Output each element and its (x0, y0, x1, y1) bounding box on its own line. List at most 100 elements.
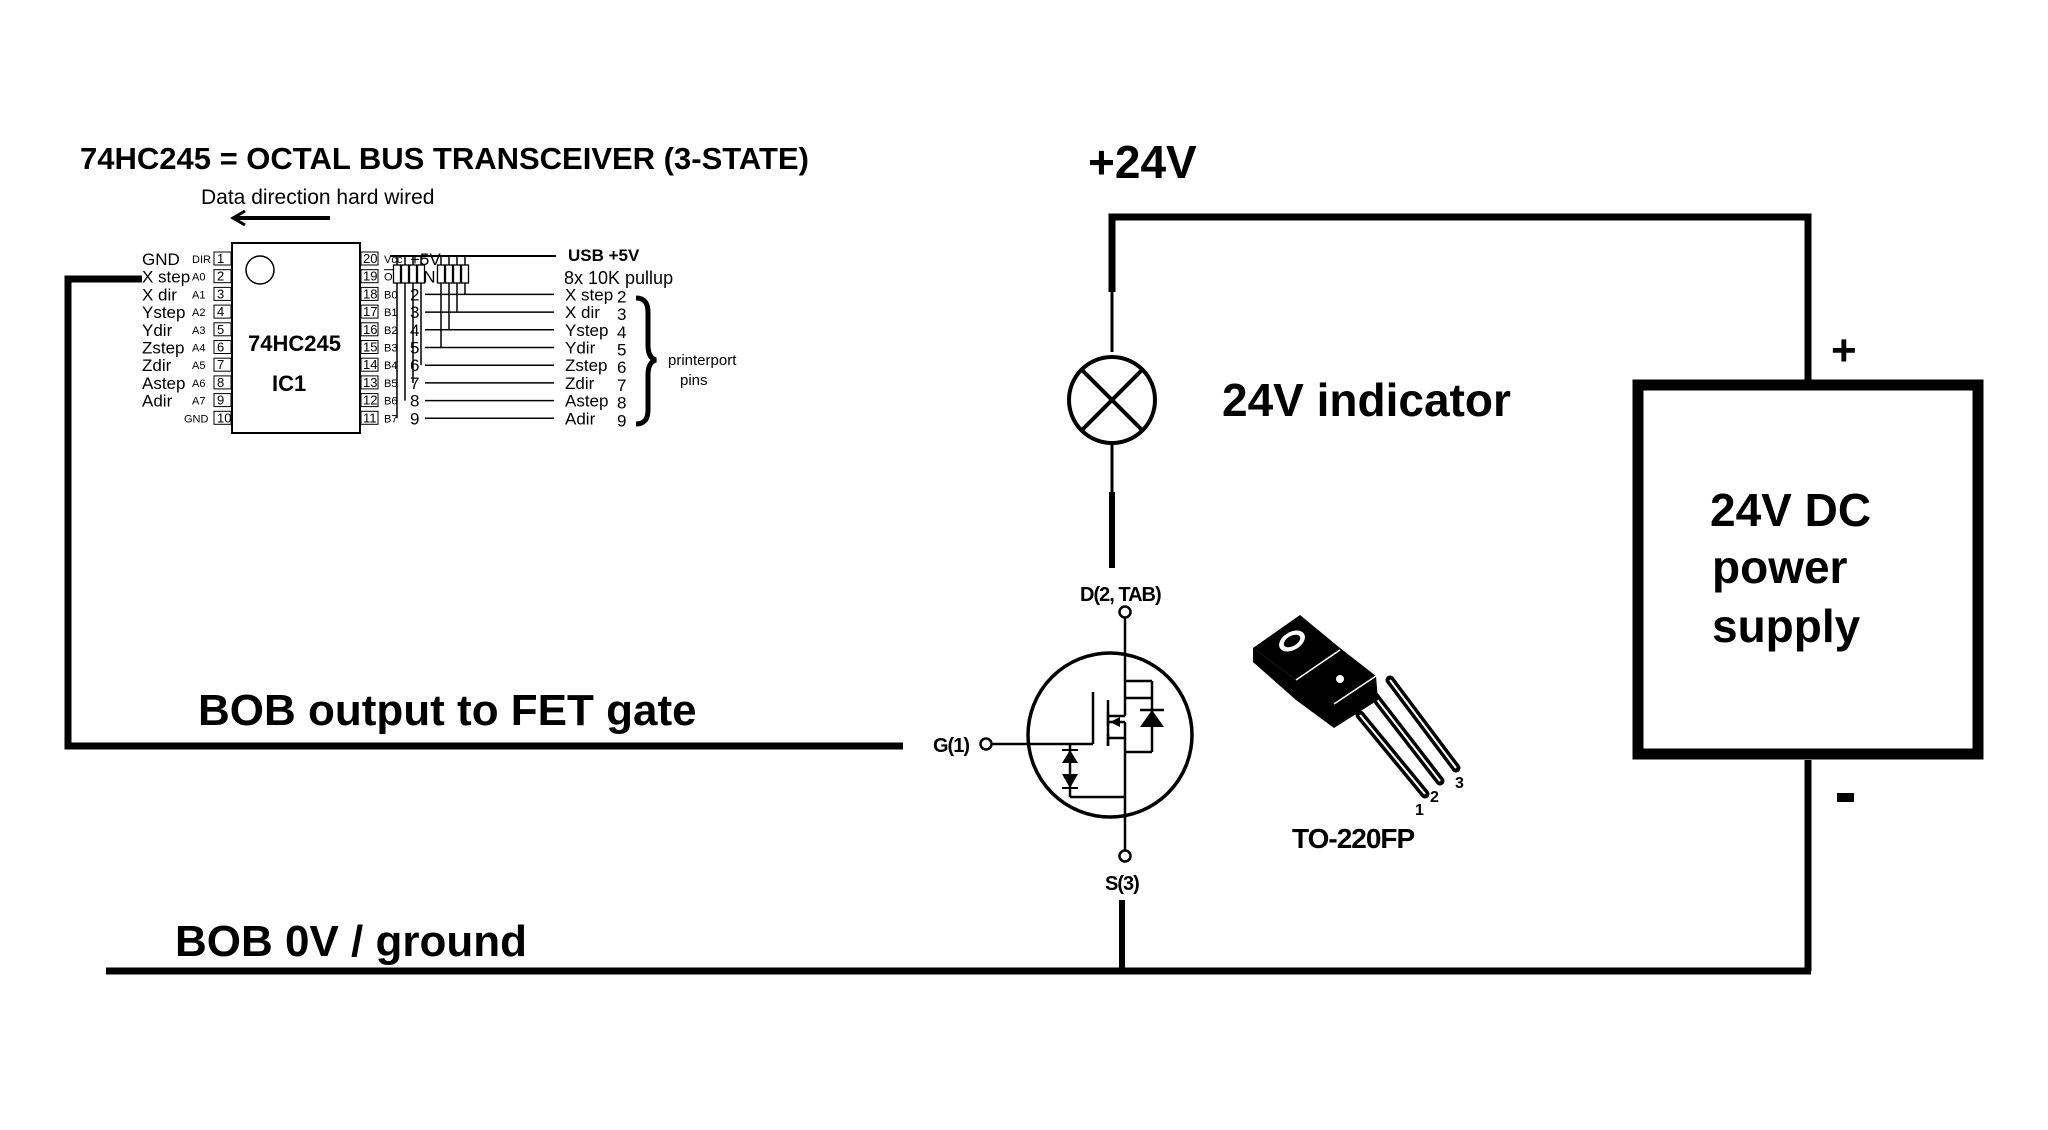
right-pin-net: 3 (410, 303, 419, 322)
left-pin-signal: GND (142, 250, 180, 269)
right-pin-number: 13 (363, 375, 377, 390)
pin-box (213, 304, 232, 319)
pin-box (213, 269, 232, 284)
printerport-output: Adir 9 (565, 409, 626, 430)
usb-5v-label: USB +5V (568, 246, 640, 265)
ic-pin1-notch-icon (245, 255, 275, 285)
to220-package-icon (1253, 615, 1461, 799)
left-pin-number: 7 (217, 357, 224, 372)
right-pin-name: B0 (384, 289, 397, 301)
printerport-signal: X dir (565, 303, 600, 322)
right-pin-net: 4 (410, 321, 419, 340)
printerport-signal: Adir (565, 409, 596, 428)
left-pin-name: A0 (192, 272, 205, 284)
right-pin-name: B3 (384, 343, 397, 355)
printerport-pin: 2 (617, 287, 626, 306)
pin-box (360, 357, 379, 372)
right-pin-name: B6 (384, 396, 397, 408)
package-pin-3: 3 (1455, 775, 1464, 792)
ic-74hc245: 74HC245 IC1 (231, 242, 361, 434)
resistor-icon (400, 264, 410, 284)
fet-drain-label: D(2, TAB) (1080, 584, 1161, 606)
right-pin-name: B1 (384, 307, 397, 319)
resistor-icon (436, 264, 446, 284)
pin-box (360, 251, 379, 266)
ic-part-name: 74HC245 (248, 331, 341, 356)
left-pin-name: A6 (192, 378, 205, 390)
printerport-signal: Zstep (565, 356, 608, 375)
left-pin-name: A2 (192, 307, 205, 319)
right-pin-number: 14 (363, 357, 377, 372)
fet-body-circle (1026, 651, 1194, 819)
left-pin-signal: X dir (142, 285, 177, 304)
printerport-pins-label: pins (680, 372, 708, 389)
package-label: TO-220FP (1292, 823, 1415, 854)
data-direction-arrow-icon (230, 209, 330, 227)
pin-box (360, 269, 379, 284)
right-pin-number: 11 (363, 410, 377, 425)
printerport-signal: Ystep (565, 321, 608, 340)
right-pin-number: 18 (363, 286, 377, 301)
left-pin-name: DIR (192, 254, 211, 266)
pin-box (213, 286, 232, 301)
resistor-icon (452, 264, 462, 284)
package-pin-1: 1 (1415, 802, 1424, 819)
resistor-icon (460, 264, 470, 284)
psu-minus-terminal-icon (1837, 793, 1854, 802)
left-pin-name: A5 (192, 360, 205, 372)
left-pin-signal: Ystep (142, 303, 185, 322)
left-pin-number: 2 (217, 269, 224, 284)
body-diode-icon (1140, 710, 1164, 727)
printerport-signal: Zdir (565, 374, 595, 393)
left-pin-number: 9 (217, 393, 224, 408)
fet-gate-label: G(1) (933, 735, 969, 757)
mosfet-symbol: D(2, TAB) G(1) (933, 584, 1194, 971)
right-pin-name: B5 (384, 378, 397, 390)
pin-box (360, 393, 379, 408)
pin-box (360, 304, 379, 319)
pullup-resistors (392, 256, 470, 419)
bus-lines (425, 293, 554, 420)
right-pin-name: B4 (384, 360, 397, 372)
right-pin-net: 6 (410, 356, 419, 375)
printerport-signal: Ydir (565, 339, 596, 358)
printerport-pin: 4 (617, 323, 626, 342)
left-pin-number: 5 (217, 322, 224, 337)
right-pin-net: 9 (410, 409, 419, 428)
left-pin-name: A3 (192, 325, 205, 337)
left-pin-signal: X step (142, 268, 190, 287)
ic-left-pin: X dir A1 3 (142, 285, 232, 304)
left-pin-number: 8 (217, 375, 224, 390)
printerport-pin: 9 (617, 411, 626, 430)
left-pin-number: 3 (217, 286, 224, 301)
resistor-icon (408, 264, 418, 284)
right-pin-net: 8 (410, 392, 419, 411)
left-pin-signal: Adir (142, 392, 173, 411)
right-pin-net: 5 (410, 339, 419, 358)
psu-line-3: supply (1712, 600, 1861, 652)
gate-signal-wire (64, 275, 903, 750)
left-pin-name: GND (184, 413, 209, 425)
right-pin-net: +5V (410, 250, 441, 269)
indicator-lamp (1067, 292, 1157, 568)
left-pin-number: 1 (217, 251, 224, 266)
pin-box (213, 340, 232, 354)
psu-line-1: 24V DC (1710, 484, 1871, 536)
left-pin-name: A1 (192, 289, 205, 301)
printerport-brace-icon (635, 295, 657, 427)
gate-wire-label: BOB output to FET gate (198, 686, 697, 735)
